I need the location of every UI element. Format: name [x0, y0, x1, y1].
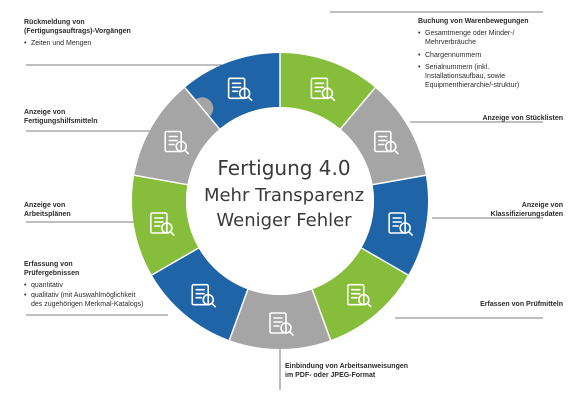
segment-separator: [134, 174, 188, 186]
calendar-clock-icon: [150, 212, 175, 236]
label-confirmation-title-2: (Fertigungsauftrags)-Vorgängen: [24, 28, 131, 36]
label-inspection-results-bullet-2-line-1: qualitativ (mit Auswahlmöglichkeit: [31, 291, 136, 299]
segment-separator: [339, 87, 376, 130]
label-routings-title-2: Arbeitsplänen: [24, 211, 71, 219]
label-goods-movement-bullet-3: Serialnummern (inkl. Installationsaufbau…: [418, 63, 563, 91]
label-inspection-results-bullets: quantitativ qualitativ (mit Auswahlmögli…: [24, 281, 194, 309]
label-production-tools-title-2: Fertigungshilfsmitteln: [24, 118, 98, 126]
team-chart-icon: [191, 283, 217, 308]
label-confirmation-bullet: Zeiten und Mengen: [24, 39, 174, 48]
label-confirmation-bullets: Zeiten und Mengen: [24, 39, 174, 48]
documents-calculator-icon: [310, 77, 336, 102]
label-work-instructions: Einbindung von Arbeitsanweisungen im PDF…: [285, 362, 445, 380]
label-inspection-results-title-2: Prüfergebnissen: [24, 270, 80, 278]
segment-separator: [311, 289, 332, 341]
label-test-equipment-title: Erfassen von Prüfmitteln: [480, 301, 563, 308]
label-confirmation: Rückmeldung von (Fertigungsauftrags)-Vor…: [24, 18, 174, 49]
center-title: Fertigung 4.0: [217, 156, 351, 180]
label-inspection-results-bullet-2: qualitativ (mit Auswahlmöglichkeit des z…: [24, 291, 194, 309]
segment-separator: [184, 87, 221, 130]
label-production-tools-title-1: Anzeige von: [24, 109, 66, 116]
label-production-tools: Anzeige von Fertigungshilfsmitteln: [24, 108, 174, 126]
label-classification-title-1: Anzeige von: [521, 202, 563, 209]
segment-separator: [228, 289, 249, 341]
list-magnifier-icon: [373, 130, 399, 155]
label-goods-movement-bullet-2: Chargennummern: [418, 51, 563, 60]
segment-work-instructions: [229, 289, 331, 350]
label-inspection-results-bullet-2-line-2: des zugehörigen Merkmal-Katalogs): [31, 300, 144, 308]
label-confirmation-title-1: Rückmeldung von: [24, 19, 85, 26]
label-goods-movement-bullet-1-line-1: Gesamtmenge oder Minder-/: [425, 30, 515, 38]
center-disc: [186, 107, 374, 295]
center-subtitle-1: Mehr Transparenz: [203, 185, 365, 206]
label-goods-movement-title: Buchung von Warenbewegungen: [418, 18, 529, 25]
connector-lines: [26, 11, 543, 390]
tools-crosshair-icon: [164, 130, 190, 155]
segment-separator: [361, 247, 409, 276]
label-test-equipment: Erfassen von Prüfmitteln: [418, 300, 563, 309]
label-routings: Anzeige von Arbeitsplänen: [24, 201, 174, 219]
label-goods-movement-bullet-3-line-2: Installationsaufbau, sowie: [425, 73, 506, 81]
label-work-instructions-title-1: Einbindung von Arbeitsanweisungen: [285, 363, 409, 370]
thumbs-up-stopwatch-icon: [227, 77, 253, 102]
label-goods-movement: Buchung von Warenbewegungen Gesamtmenge …: [418, 17, 563, 91]
label-inspection-results-bullet-1: quantitativ: [24, 281, 194, 290]
label-work-instructions-title-2: im PDF- oder JPEG-Format: [285, 372, 376, 380]
label-goods-movement-bullet-1-line-2: Mehrverbräuche: [425, 39, 476, 47]
label-classification-title-2: Klassifizierungsdaten: [490, 211, 563, 219]
label-bom: Anzeige von Stücklisten: [418, 114, 563, 123]
segment-separator: [151, 247, 199, 276]
center-subtitle-2: Weniger Fehler: [216, 210, 352, 231]
label-inspection-results-title-1: Erfassung von: [24, 261, 73, 268]
caliper-checklist-icon: [346, 283, 372, 308]
label-routings-title-1: Anzeige von: [24, 202, 66, 209]
label-goods-movement-bullets: Gesamtmenge oder Minder-/ Mehrverbräuche…: [418, 29, 563, 90]
segment-separator: [372, 174, 426, 186]
triangle-magnifier-icon: [388, 212, 413, 236]
segment-classification: [361, 175, 429, 275]
label-bom-title: Anzeige von Stücklisten: [482, 115, 563, 122]
segment-icons: [150, 77, 413, 336]
label-goods-movement-bullet-3-line-1: Serialnummern (inkl.: [425, 63, 490, 71]
label-inspection-results: Erfassung von Prüfergebnissen quantitati…: [24, 260, 194, 309]
clipboard-documents-icon: [269, 312, 294, 336]
label-goods-movement-bullet-1: Gesamtmenge oder Minder-/ Mehrverbräuche: [418, 29, 563, 47]
segment-routings: [132, 175, 199, 275]
label-classification: Anzeige von Klassifizierungsdaten: [418, 201, 563, 219]
label-goods-movement-bullet-3-line-3: Equipmenthierarchie/-struktur): [425, 82, 520, 90]
